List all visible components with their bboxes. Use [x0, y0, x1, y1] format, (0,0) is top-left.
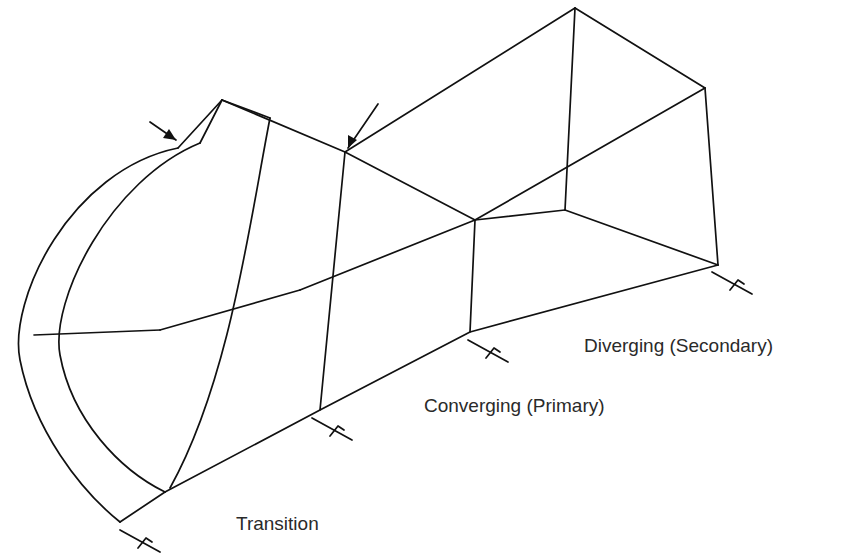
station-frame: [470, 220, 475, 332]
station-tick: [312, 418, 352, 440]
exit-frame: [565, 8, 575, 210]
exit-frame: [705, 88, 718, 265]
section-label: Transition: [236, 514, 319, 535]
duct-edge: [345, 8, 575, 152]
inlet-outer-arc: [19, 148, 178, 522]
station-arrow: [348, 104, 378, 148]
arrow-head: [348, 135, 357, 148]
duct-edge: [345, 152, 475, 220]
duct-edge: [222, 100, 270, 118]
arrow-head: [163, 129, 176, 140]
station-tick: [120, 530, 160, 552]
station-tick: [468, 340, 508, 362]
section-label: Diverging (Secondary): [584, 336, 773, 357]
inlet-edge: [178, 100, 222, 148]
inlet-edge: [200, 100, 222, 143]
inlet-inner-arc: [59, 143, 200, 492]
inlet-edge: [120, 492, 165, 522]
exit-frame: [565, 210, 718, 265]
duct-edge: [222, 100, 345, 152]
duct-edge: [300, 220, 475, 290]
station-arrow: [150, 122, 176, 140]
duct-edge: [160, 290, 300, 330]
duct-edge: [34, 330, 160, 335]
duct-edge: [165, 265, 718, 492]
exit-frame: [575, 8, 705, 88]
duct-edge: [475, 88, 705, 220]
station-tick: [712, 272, 752, 294]
section-label: Converging (Primary): [424, 396, 605, 417]
